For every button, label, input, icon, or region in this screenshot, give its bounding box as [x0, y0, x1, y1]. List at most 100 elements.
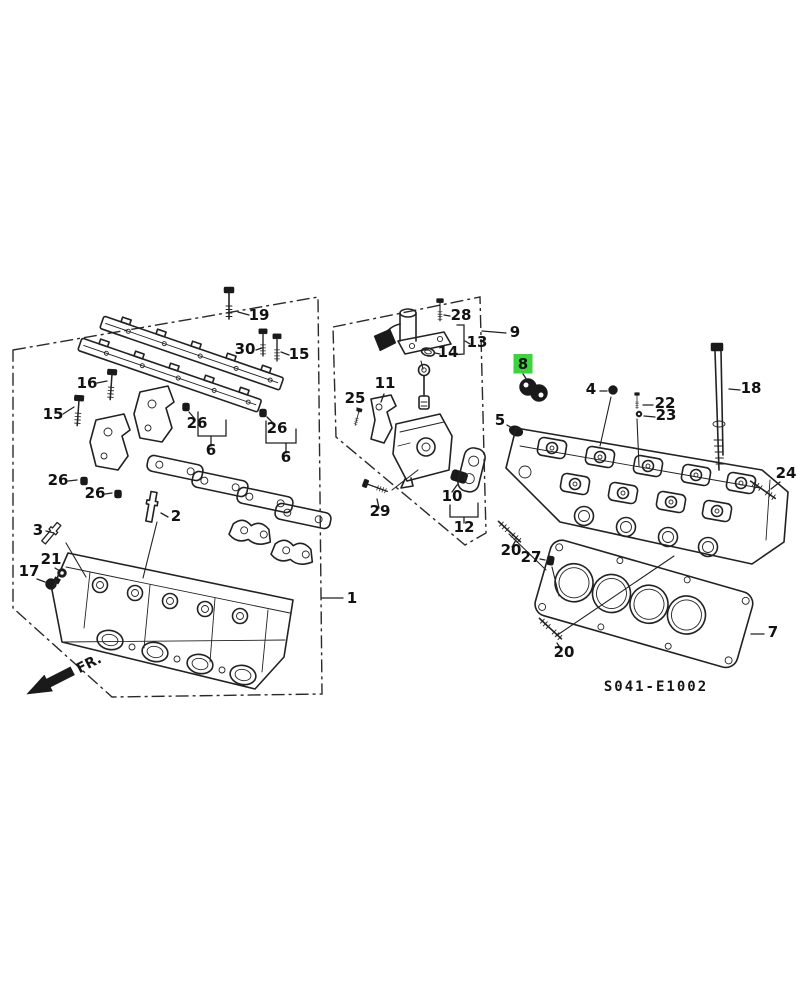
- leader-line-5: [506, 424, 513, 429]
- leader-line-29: [376, 498, 380, 509]
- leader-line-6: [197, 411, 227, 437]
- part-cam-holder-tower-b: [133, 385, 175, 443]
- part-oil-cap-4: [599, 385, 618, 447]
- fr-arrow-label: FR.: [74, 651, 104, 677]
- part-label-6-8: 6: [281, 448, 291, 466]
- part-valve-guide-2: [142, 490, 161, 524]
- leader-line-30: [255, 347, 263, 351]
- part-label-16-3: 16: [77, 374, 98, 392]
- leader-line-26: [104, 492, 113, 495]
- leader-line-19: [237, 311, 250, 316]
- part-washer-21-hole: [60, 571, 64, 575]
- part-label-5-26: 5: [495, 411, 505, 429]
- part-rocker-cluster-b: [270, 539, 314, 565]
- leader-line-3: [45, 530, 55, 534]
- part-cylinder-head-right: [505, 427, 789, 565]
- leader-line-15: [62, 406, 75, 415]
- part-connector: [373, 328, 397, 352]
- diagram-code: S041-E1002: [604, 679, 708, 695]
- middle-section: [332, 296, 487, 546]
- part-head-bolt-18: [710, 342, 726, 471]
- part-label-24-31: 24: [776, 464, 797, 482]
- part-label-23-29: 23: [656, 406, 677, 424]
- part-label-1-15: 1: [347, 589, 357, 607]
- part-label-26-5: 26: [187, 414, 208, 432]
- bolt-30: [258, 328, 268, 357]
- part-label-2-11: 2: [171, 507, 181, 525]
- left-section: [12, 286, 333, 698]
- part-spool-valve-body: [392, 413, 453, 489]
- part-label-18-30: 18: [741, 379, 762, 397]
- part-label-15-4: 15: [43, 405, 64, 423]
- part-label-15-2: 15: [289, 345, 310, 363]
- leader-line-9: [481, 330, 507, 334]
- bolt-19: [223, 286, 235, 320]
- part-holder-bar-1: [145, 453, 205, 483]
- leader-line-24: [770, 481, 781, 490]
- leader-line-2: [160, 512, 169, 518]
- dowel-26d: [114, 489, 122, 499]
- highlighted-part-box: [513, 354, 533, 374]
- leader-line-12: [449, 502, 479, 518]
- bolt-15b: [71, 394, 85, 427]
- leader-line-26: [67, 479, 78, 482]
- leader-line-8: [522, 373, 528, 381]
- part-o-ring-14: [420, 347, 436, 357]
- part-label-12-24: 12: [454, 518, 475, 536]
- part-label-20-34: 20: [554, 643, 575, 661]
- part-rocker-rail-b: [77, 337, 262, 413]
- right-section: [495, 342, 789, 669]
- bolt-15a: [272, 333, 282, 362]
- fr-arrow-shaft: [45, 666, 75, 688]
- part-label-7-35: 7: [768, 623, 778, 641]
- leader-line-23: [643, 415, 656, 418]
- part-label-26-6: 26: [267, 419, 288, 437]
- part-label-20-32: 20: [501, 541, 522, 559]
- part-rocker-cluster-a: [228, 519, 272, 545]
- bolt-29: [361, 478, 390, 496]
- leader-line-28: [443, 314, 451, 317]
- leader-line-6: [265, 420, 297, 444]
- leader-line-18: [728, 388, 741, 391]
- middle-section-border: [332, 296, 487, 546]
- part-label-22-28: 22: [655, 394, 676, 412]
- part-label-27-33: 27: [521, 548, 542, 566]
- part-label-6-7: 6: [206, 441, 216, 459]
- part-bolt-22-washer-23: [634, 392, 643, 467]
- leader-line-11: [380, 393, 385, 403]
- part-holder-bar-2: [190, 469, 250, 499]
- leader-line-20: [511, 539, 517, 548]
- part-label-13-17: 13: [467, 333, 488, 351]
- part-label-21-13: 21: [41, 550, 62, 568]
- part-label-28-16: 28: [451, 306, 472, 324]
- leader-line-13: [449, 324, 465, 356]
- leader-line-15: [280, 351, 290, 356]
- leader-line-26: [266, 416, 275, 425]
- part-label-25-21: 25: [345, 389, 366, 407]
- part-label-11-20: 11: [375, 374, 396, 392]
- bolt-28: [435, 297, 445, 322]
- leader-line-14: [434, 352, 441, 355]
- part-label-29-22: 29: [370, 502, 391, 520]
- part-label-14-18: 14: [438, 343, 459, 361]
- leader-line-16: [96, 380, 108, 384]
- bolt-16: [104, 368, 118, 401]
- part-label-26-9: 26: [48, 471, 69, 489]
- leader-line-13: [464, 340, 471, 345]
- dowel-26a: [182, 402, 190, 412]
- part-label-8-25: 8: [518, 355, 528, 373]
- part-tappet-plunger: [417, 363, 431, 410]
- dowel-26b: [259, 408, 267, 418]
- leader-line-25: [356, 407, 360, 413]
- part-valve-guide-3: [39, 520, 64, 546]
- part-cam-holder-tower-a: [89, 413, 131, 471]
- part-head-gasket-7: [534, 539, 754, 669]
- part-label-3-12: 3: [33, 521, 43, 539]
- part-label-9-19: 9: [510, 323, 520, 341]
- leader-line-26: [188, 411, 196, 420]
- part-grommet-8: [519, 378, 548, 402]
- bolt-25: [352, 407, 363, 427]
- part-gasket-12: [457, 447, 486, 493]
